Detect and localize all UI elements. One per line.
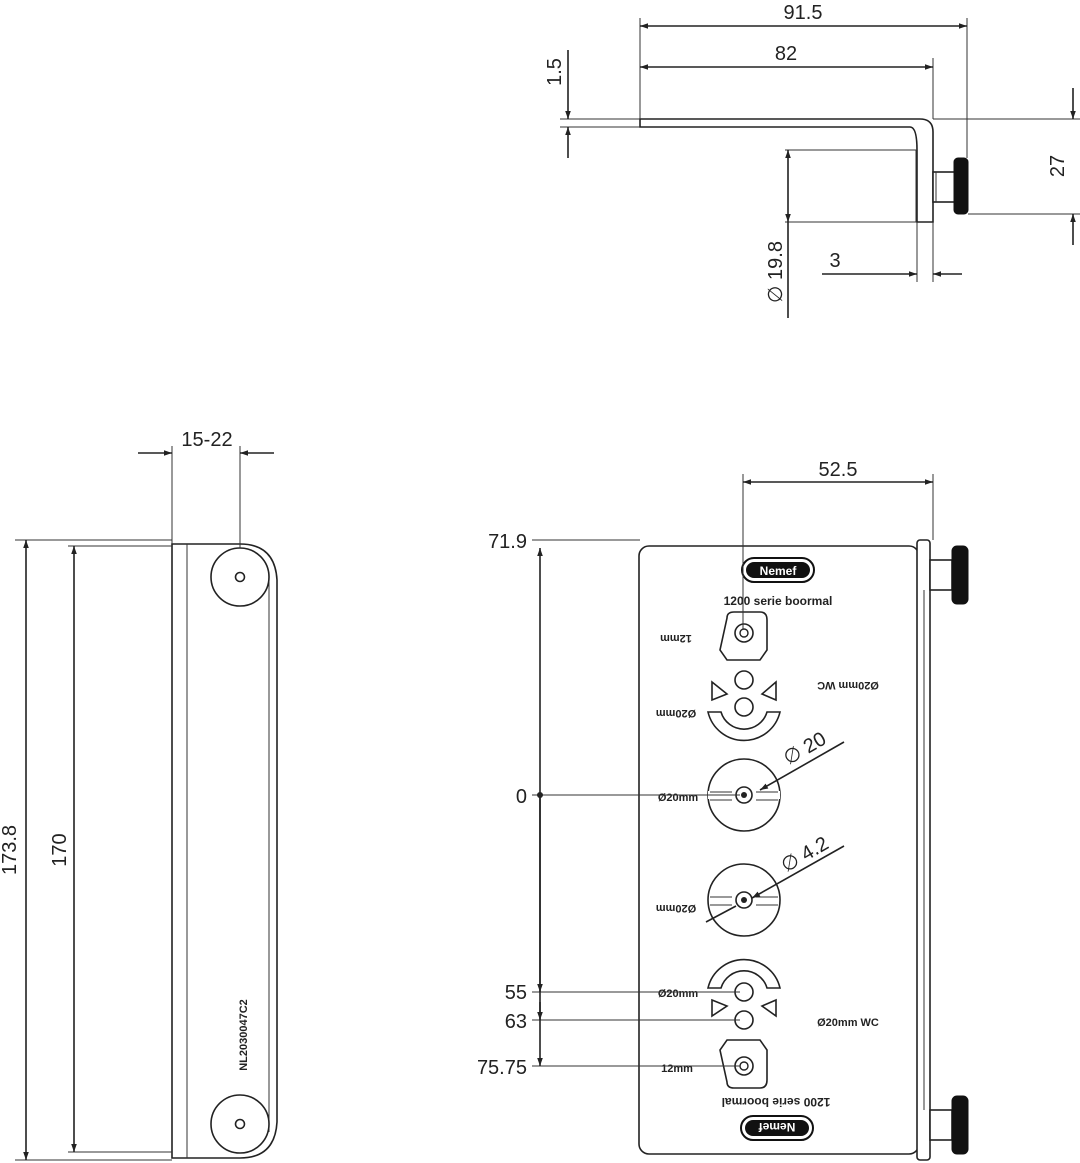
dim-75-75: 75.75 <box>477 1057 527 1079</box>
logo-bottom: Nemef <box>740 1115 814 1141</box>
hole-second <box>707 863 781 937</box>
top-view-dimension-lines <box>565 23 1076 318</box>
top-view-bracket <box>639 118 969 223</box>
dim-55: 55 <box>505 982 527 1004</box>
label-12mm-top: 12mm <box>660 632 692 644</box>
serie-label-bottom: 1200 serie boormal <box>722 1095 831 1109</box>
side-view-dimension-lines <box>23 450 274 1160</box>
dim-27: 27 <box>1047 155 1069 177</box>
dim-diameter-19-8: ∅ 19.8 <box>765 241 787 303</box>
label-20mm-3: Ø20mm <box>658 988 699 1000</box>
side-view-body: NL2030047C2 <box>171 543 278 1159</box>
logo-top: Nemef <box>741 557 815 583</box>
label-20mm-2: Ø20mm <box>656 902 697 914</box>
serie-label-top: 1200 serie boormal <box>724 594 833 608</box>
front-view-dimension-lines <box>537 479 933 1066</box>
dim-1-5: 1.5 <box>544 58 566 86</box>
knob-bottom-icon <box>951 1095 969 1155</box>
label-20mm-center: Ø20mm <box>658 792 699 804</box>
knob-icon <box>953 157 969 215</box>
top-view-extension-lines <box>560 18 1080 282</box>
part-code: NL2030047C2 <box>238 999 250 1071</box>
dim-63: 63 <box>505 1011 527 1033</box>
dim-15-22: 15-22 <box>181 429 232 451</box>
dim-170: 170 <box>49 833 71 866</box>
dim-82: 82 <box>775 43 797 65</box>
dim-3: 3 <box>829 250 840 272</box>
hole-center <box>707 758 781 832</box>
top-view: 91.5 82 1.5 27 3 ∅ 19.8 <box>544 2 1080 318</box>
screw-top-icon <box>234 571 246 583</box>
logo-text-bottom: Nemef <box>758 1120 796 1134</box>
dim-173-8: 173.8 <box>0 825 21 875</box>
hole-cluster-top <box>706 611 782 742</box>
label-20mm-wc-bottom: Ø20mm WC <box>817 1017 879 1029</box>
hole-cluster-bottom <box>706 958 782 1089</box>
side-view: NL2030047C2 15-22 173.8 170 <box>0 429 278 1161</box>
knob-top-icon <box>951 545 969 605</box>
dim-71-9: 71.9 <box>488 531 527 553</box>
side-view-extension-lines <box>15 446 241 1161</box>
label-20mm-wc-top: Ø20mm WC <box>817 679 879 691</box>
front-view: Nemef Nemef 1200 serie boormal 1200 seri… <box>477 459 969 1161</box>
front-view-extension-lines <box>532 474 934 1067</box>
logo-text-top: Nemef <box>760 564 798 578</box>
label-12mm-bottom: 12mm <box>661 1063 693 1075</box>
label-20mm-1: Ø20mm <box>656 707 697 719</box>
dim-0: 0 <box>516 786 527 808</box>
dim-52-5: 52.5 <box>819 459 858 481</box>
screw-bottom-icon <box>234 1118 246 1130</box>
origin-dot <box>537 792 543 798</box>
dim-91-5: 91.5 <box>784 2 823 24</box>
